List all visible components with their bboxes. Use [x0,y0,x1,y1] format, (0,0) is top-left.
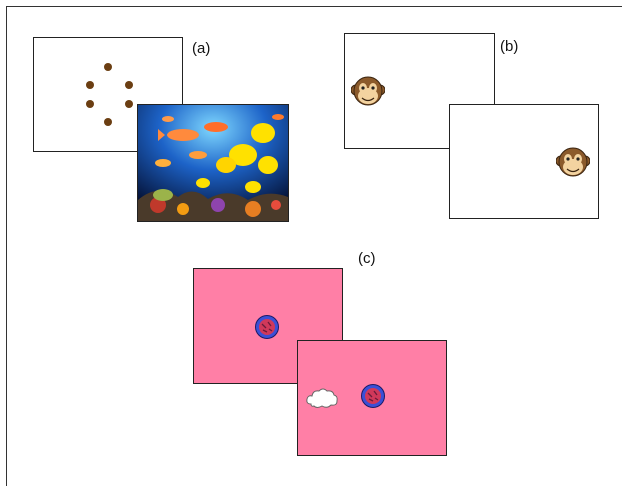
monkey-face-icon [556,147,590,177]
dot [125,81,133,89]
dot [104,63,112,71]
ball-icon [361,384,385,408]
dot [86,100,94,108]
label-a: (a) [192,40,211,57]
panel-b-2 [449,104,599,219]
dot [86,81,94,89]
ball-icon [255,315,279,339]
panel-b-1 [344,33,495,149]
dot [125,100,133,108]
cloud-icon [306,388,338,408]
panel-c-2 [297,340,447,456]
outer-frame [6,6,622,486]
label-c: (c) [358,250,376,267]
aquarium-fish-icon [138,105,288,221]
dot [104,118,112,126]
panel-a-fish-image [137,104,289,222]
label-b: (b) [500,38,519,55]
monkey-face-icon [351,76,385,106]
